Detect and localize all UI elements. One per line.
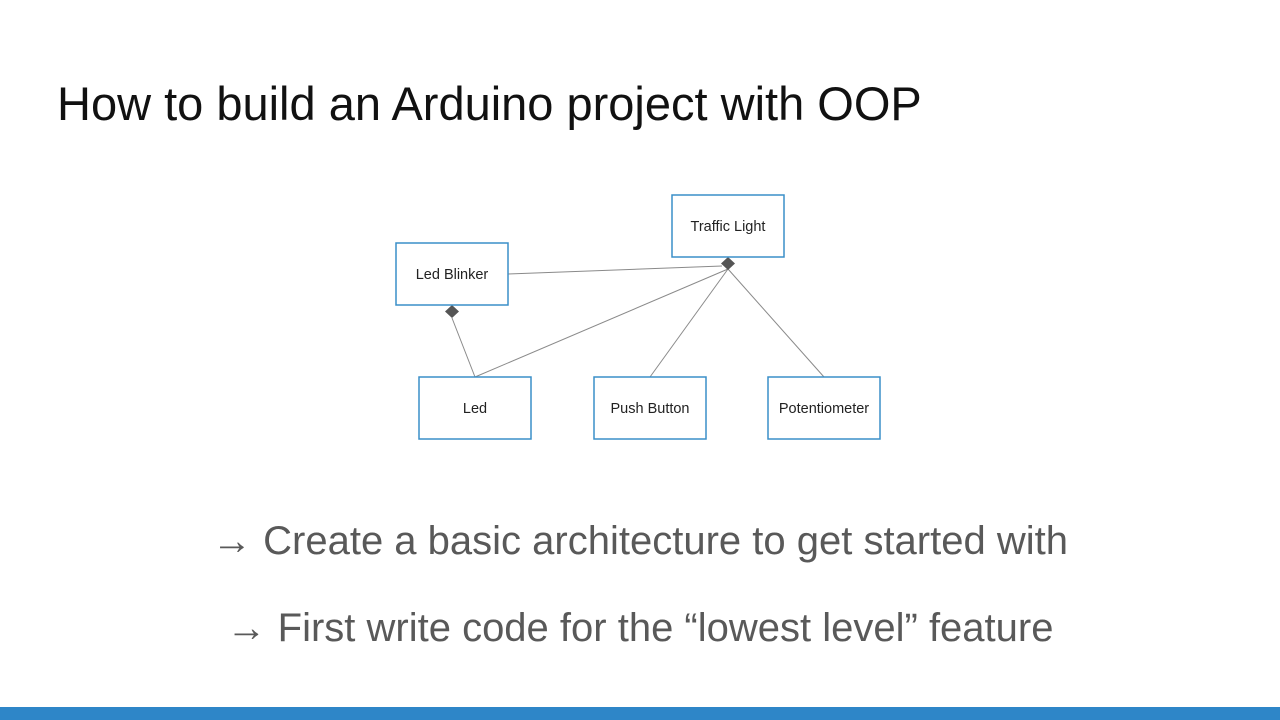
node-push-button-label: Push Button [611, 401, 690, 417]
bottom-accent-bar [0, 707, 1280, 720]
node-led-blinker-label: Led Blinker [416, 267, 489, 283]
node-push-button: Push Button [593, 376, 707, 440]
node-potentiometer: Potentiometer [767, 376, 881, 440]
bullet-lowest-level: → First write code for the “lowest level… [226, 606, 1054, 650]
edge-pushbutton-trafficlight [649, 268, 729, 378]
composition-diamond-traffic-light [721, 257, 735, 270]
edge-led-trafficlight [474, 268, 729, 378]
edge-ledblinker-trafficlight [507, 265, 723, 275]
edge-led-ledblinker [451, 317, 476, 378]
node-traffic-light: Traffic Light [671, 194, 785, 258]
node-led-blinker: Led Blinker [395, 242, 509, 306]
edge-potentiometer-trafficlight [727, 268, 825, 378]
node-potentiometer-label: Potentiometer [779, 401, 869, 417]
node-traffic-light-label: Traffic Light [691, 219, 766, 235]
slide-title: How to build an Arduino project with OOP [57, 77, 922, 130]
node-led: Led [418, 376, 532, 440]
composition-diamond-led-blinker [445, 305, 459, 318]
bullet-architecture: → Create a basic architecture to get sta… [212, 519, 1068, 563]
node-led-label: Led [463, 401, 487, 417]
